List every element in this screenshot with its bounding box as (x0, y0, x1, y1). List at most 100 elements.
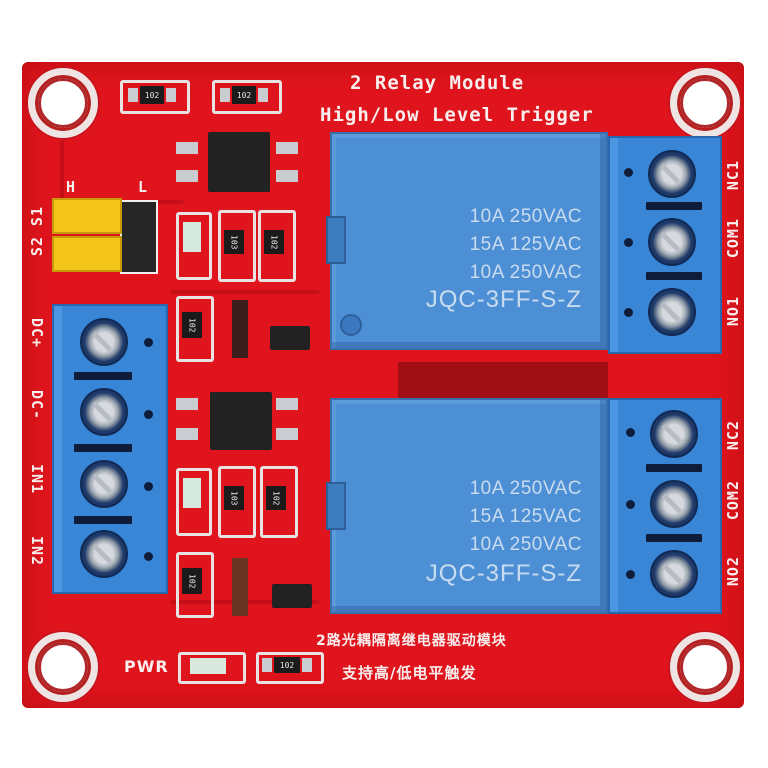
solder-pad (176, 428, 198, 440)
resistor-outline (176, 296, 214, 362)
relay-notch (326, 482, 346, 530)
board-subtitle: High/Low Level Trigger (320, 104, 594, 126)
chinese-description: 2路光耦隔离继电器驱动模块 (316, 633, 507, 649)
terminal-slot (646, 272, 702, 280)
solder-pad (276, 170, 298, 182)
terminal-slot (74, 444, 132, 452)
resistor-outline (260, 466, 298, 538)
resistor-outline (176, 552, 214, 618)
diode-1 (232, 300, 248, 358)
mounting-hole-top-left (28, 68, 98, 138)
resistor-r1-b: 102 (264, 230, 284, 254)
resistor-outline (120, 80, 190, 114)
indicator-led-2 (183, 478, 201, 508)
solder-pad (176, 170, 198, 182)
relay-2-spec-2: 15A 125VAC (469, 506, 582, 527)
relay-1-model: JQC-3FF-S-Z (425, 286, 582, 313)
optocoupler-1 (208, 132, 270, 192)
resistor-top-right: 102 (232, 86, 256, 104)
pin-label-no1: NO1 (724, 296, 742, 327)
mounting-hole-bottom-right (670, 632, 740, 702)
resistor-r1-c: 102 (182, 312, 202, 338)
terminal-slot (646, 534, 702, 542)
solder-pad (176, 398, 198, 410)
solder-pad (166, 88, 176, 102)
jumper-label-s2: S2 (28, 236, 46, 257)
pin-label-nc1: NC1 (724, 160, 742, 191)
screw-dc-plus[interactable] (80, 318, 128, 366)
mounting-hole-top-right (670, 68, 740, 138)
solder-pad (262, 658, 272, 672)
resistor-r2-a: 103 (224, 486, 244, 510)
resistor-outline (212, 80, 282, 114)
mounting-hole-bottom-left (28, 632, 98, 702)
optocoupler-2 (210, 392, 272, 450)
terminal-hole (626, 500, 635, 509)
relay-1-spec-3: 10A 250VAC (469, 262, 582, 283)
pin-label-com2: COM2 (724, 480, 742, 521)
terminal-hole (144, 410, 153, 419)
solder-pad (176, 142, 198, 154)
relay-1-spec-1: 10A 250VAC (469, 206, 582, 227)
pwr-label: PWR (124, 657, 169, 676)
solder-pad (302, 658, 312, 672)
pin-label-com1: COM1 (724, 218, 742, 259)
relay-pin-marker (340, 314, 362, 336)
transistor-1 (270, 326, 310, 350)
resistor-pwr: 102 (274, 657, 300, 673)
relay-1: 10A 250VAC 15A 125VAC 10A 250VAC JQC-3FF… (326, 132, 608, 350)
terminal-hole (144, 482, 153, 491)
jumper-label-h: H (66, 178, 77, 196)
solder-pad (276, 428, 298, 440)
screw-in2[interactable] (80, 530, 128, 578)
resistor-r2-c: 102 (182, 568, 202, 594)
pin-label-nc2: NC2 (724, 420, 742, 451)
solder-pad (258, 88, 268, 102)
resistor-outline (218, 466, 256, 538)
terminal-hole (624, 168, 633, 177)
relay-1-spec-2: 15A 125VAC (469, 234, 582, 255)
pin-label-in2: IN2 (28, 536, 46, 567)
chinese-trigger-note: 支持高/低电平触发 (342, 664, 477, 682)
relay-2-spec-3: 10A 250VAC (469, 534, 582, 555)
screw-com1[interactable] (648, 218, 696, 266)
power-led (190, 658, 226, 674)
terminal-hole (624, 308, 633, 317)
board-title: 2 Relay Module (350, 72, 525, 94)
screw-in1[interactable] (80, 460, 128, 508)
jumper-s1[interactable] (52, 198, 122, 234)
solder-pad (220, 88, 230, 102)
resistor-top-left: 102 (140, 86, 164, 104)
indicator-led-1 (183, 222, 201, 252)
resistor-r1-a: 103 (224, 230, 244, 254)
jumper-s2[interactable] (52, 236, 122, 272)
pin-label-dc-plus: DC+ (28, 318, 46, 349)
jumper-label-l: L (138, 178, 149, 196)
terminal-hole (624, 238, 633, 247)
board-shadow (398, 362, 608, 398)
resistor-outline (258, 210, 296, 282)
led-outline (176, 468, 212, 536)
jumper-label-s1: S1 (28, 206, 46, 227)
terminal-slot (646, 464, 702, 472)
pin-label-dc-minus: DC- (28, 390, 46, 421)
relay-notch (326, 216, 346, 264)
screw-com2[interactable] (650, 480, 698, 528)
solder-pad (276, 398, 298, 410)
relay-2-model: JQC-3FF-S-Z (425, 560, 582, 587)
screw-dc-minus[interactable] (80, 388, 128, 436)
screw-no1[interactable] (648, 288, 696, 336)
screw-nc2[interactable] (650, 410, 698, 458)
resistor-outline (218, 210, 256, 282)
screw-no2[interactable] (650, 550, 698, 598)
transistor-2 (272, 584, 312, 608)
diode-2 (232, 558, 248, 616)
solder-pad (128, 88, 138, 102)
relay-2-spec-1: 10A 250VAC (469, 478, 582, 499)
terminal-hole (626, 428, 635, 437)
resistor-outline (256, 652, 324, 684)
led-outline (178, 652, 246, 684)
terminal-hole (626, 570, 635, 579)
screw-nc1[interactable] (648, 150, 696, 198)
pin-header (120, 200, 158, 274)
